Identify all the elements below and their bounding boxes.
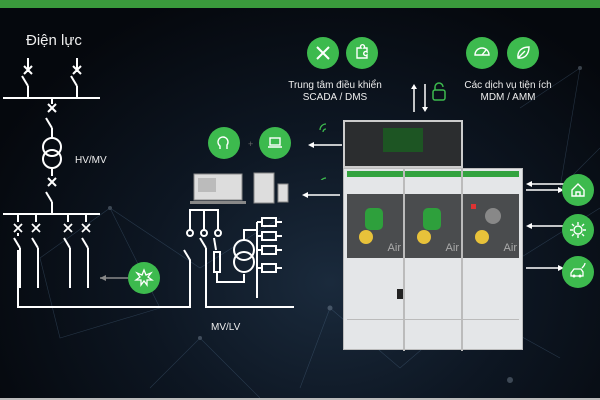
tools-circle [307,37,339,69]
operator-arrows [308,123,342,180]
bidirectional-arrows [411,84,428,112]
plus-sign: + [248,139,254,149]
control-center-subtitle: SCADA / DMS [302,92,368,103]
utility-label: Điện lực [26,32,82,49]
leaf-circle [507,37,539,69]
puzzle-icon [356,44,368,59]
sun-circle [562,214,594,246]
single-line-diagram [3,58,294,308]
laptop-circle [259,127,291,159]
right-arrows [526,181,564,271]
fault-circle [128,262,160,294]
sun-icon [570,222,586,238]
control-compartment [343,120,463,168]
head-circle [208,127,240,159]
fault-burst-icon [134,268,154,287]
hv-mv-label: HV/MV [75,155,107,166]
utility-services-label: Các dịch vụ tiện ích MDM / AMM [458,80,558,104]
ev-charger-circle [562,256,594,288]
head-icon [217,136,229,149]
lock-icon [432,82,446,101]
puzzle-circle [346,37,378,69]
mv-lv-label: MV/LV [211,322,241,333]
panel-body: Air Air Air [343,168,523,351]
tools-icon [316,46,330,60]
top-accent-bar [0,0,600,8]
laptop-icon [268,137,282,148]
switchgear-cabinet: Air Air Air [343,120,523,351]
bottom-border [0,398,600,400]
home-icon [571,183,585,197]
utility-services-subtitle: MDM / AMM [480,92,536,103]
home-circle [562,174,594,206]
device-group [190,172,340,204]
leaf-icon [517,46,530,59]
gauge-circle [466,37,498,69]
control-center-label: Trung tâm điều khiển SCADA / DMS [280,80,390,104]
utility-services-title: Các dịch vụ tiện ích [464,80,552,91]
ev-charger-icon [570,262,586,278]
gauge-icon [474,47,490,56]
control-center-title: Trung tâm điều khiển [288,80,382,91]
